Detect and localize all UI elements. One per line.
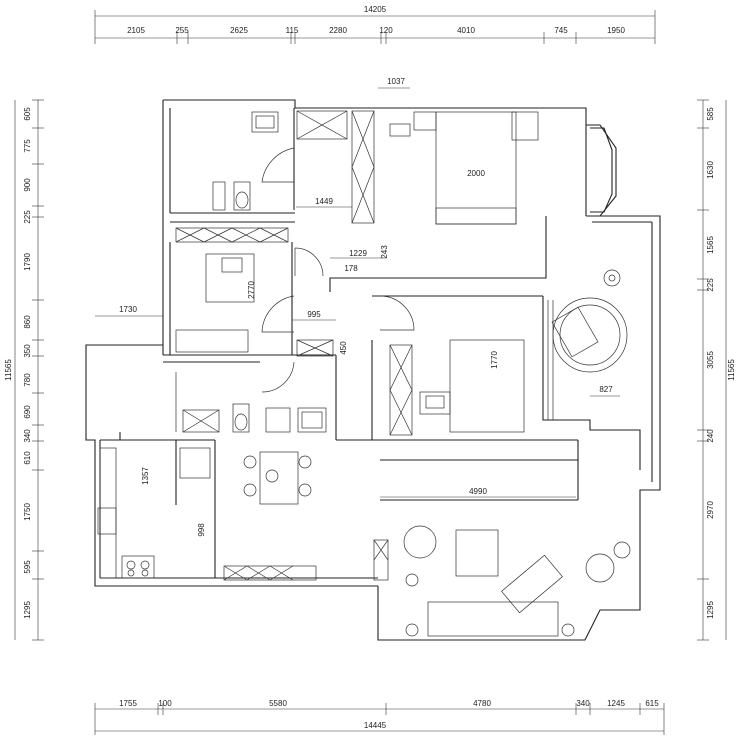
left-dimension-7: 350	[23, 344, 32, 358]
living-room	[403, 525, 631, 637]
bottom-dimension-6: 1245	[607, 699, 625, 708]
door-swings	[261, 147, 415, 393]
top-dimension-8: 745	[554, 26, 568, 35]
dimension-label: 998	[197, 523, 206, 537]
left-dimension-chain: 11565 605 775 900 225 1790 860 350 780 6…	[4, 99, 44, 641]
interior-dimensions: 1037 2000 1449 1229 243 178 2770 995 450…	[95, 77, 620, 537]
left-dimension-3: 900	[23, 178, 32, 192]
dimension-label: 450	[339, 341, 348, 355]
right-dimension-8: 1295	[706, 601, 715, 619]
left-total-dimension: 11565	[4, 359, 13, 381]
right-dimension-4: 225	[706, 278, 715, 292]
dimension-label: 243	[380, 245, 389, 259]
left-dimension-4: 225	[23, 210, 32, 224]
dimension-label: 1449	[315, 197, 333, 206]
bathroom-fixtures	[175, 111, 327, 433]
right-dimension-3: 1565	[706, 236, 715, 254]
bottom-dimension-2: 100	[158, 699, 172, 708]
cabinets	[175, 110, 413, 581]
dimension-label: 827	[599, 385, 613, 394]
dimension-label: 1229	[349, 249, 367, 258]
top-dimension-4: 115	[286, 26, 299, 35]
right-dimension-chain: 11565 585 1630 1565 225 3055 240 2970 12…	[697, 99, 736, 641]
bottom-dimension-4: 4780	[473, 699, 491, 708]
top-dimension-5: 2280	[329, 26, 347, 35]
top-dimension-chain: 14205 2105 255 2625 115 2280 120 4010 74…	[94, 5, 656, 44]
right-dimension-5: 3055	[706, 351, 715, 369]
left-dimension-12: 1750	[23, 503, 32, 521]
right-dimension-1: 585	[706, 107, 715, 121]
dining-table	[243, 451, 312, 505]
left-dimension-10: 340	[23, 429, 32, 443]
top-dimension-3: 2625	[230, 26, 248, 35]
bottom-dimension-3: 5580	[269, 699, 287, 708]
left-dimension-5: 1790	[23, 253, 32, 271]
bottom-total-dimension: 14445	[364, 721, 387, 730]
right-dimension-6: 240	[706, 429, 715, 443]
dimension-label: 1037	[387, 77, 405, 86]
master-bedroom	[389, 111, 539, 225]
dimension-label: 1770	[490, 351, 499, 369]
left-dimension-8: 780	[23, 373, 32, 387]
bedroom-two	[175, 253, 255, 353]
bottom-dimension-7: 615	[645, 699, 659, 708]
left-dimension-14: 1295	[23, 601, 32, 619]
left-dimension-6: 860	[23, 315, 32, 329]
top-dimension-2: 255	[175, 26, 189, 35]
bottom-dimension-1: 1755	[119, 699, 137, 708]
outer-walls	[85, 99, 661, 641]
top-dimension-1: 2105	[127, 26, 145, 35]
dimension-label: 1730	[119, 305, 137, 314]
kitchen	[97, 447, 211, 579]
dimension-label: 4990	[469, 487, 487, 496]
top-dimension-7: 4010	[457, 26, 475, 35]
right-total-dimension: 11565	[727, 359, 736, 381]
dimension-label: 2000	[467, 169, 485, 178]
top-dimension-9: 1950	[607, 26, 625, 35]
top-dimension-6: 120	[379, 26, 393, 35]
left-dimension-13: 595	[23, 560, 32, 574]
dimension-label: 995	[307, 310, 321, 319]
right-dimension-2: 1630	[706, 161, 715, 179]
left-dimension-2: 775	[23, 139, 32, 153]
bottom-dimension-chain: 14445 1755 100 5580 4780 340 1245 615	[94, 699, 665, 735]
dimension-label: 2770	[247, 281, 256, 299]
bedroom-three	[419, 339, 525, 433]
top-total-dimension: 14205	[364, 5, 387, 14]
dimension-label: 178	[344, 264, 358, 273]
left-dimension-1: 605	[23, 107, 32, 121]
left-dimension-11: 610	[23, 451, 32, 465]
right-dimension-7: 2970	[706, 501, 715, 519]
study-round-seat	[547, 269, 628, 420]
bottom-dimension-5: 340	[576, 699, 590, 708]
left-dimension-9: 690	[23, 405, 32, 419]
dimension-label: 1357	[141, 467, 150, 485]
